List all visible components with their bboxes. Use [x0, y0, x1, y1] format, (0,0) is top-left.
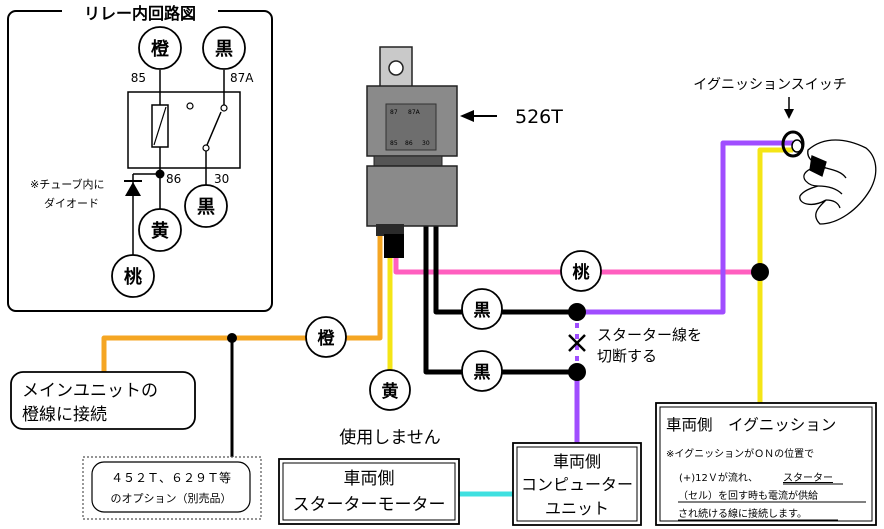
cut-x-mark [568, 334, 586, 352]
inset-circle-black-top-label: 黒 [215, 39, 233, 60]
diode-symbol [125, 182, 141, 196]
face-pin-87: 87 [390, 109, 398, 116]
diode-note-line2: ダイオード [44, 196, 99, 210]
orange-wire-circle-label: 橙 [318, 328, 336, 349]
relay-model-label: 526T [515, 106, 563, 128]
option-line2: のオプション（別売品） [111, 492, 232, 505]
option-line1: ４５２Ｔ、６２９Ｔ等 [111, 471, 231, 485]
inset-circle-yellow-label: 黄 [151, 220, 169, 242]
ignition-hand-icon [781, 130, 877, 225]
pin-30-label: 30 [214, 172, 229, 186]
computer-unit-line2: コンピューター [521, 475, 633, 494]
starter-motor-line1: 車両側 [344, 469, 395, 489]
relay-mount-hole [388, 60, 404, 76]
ignition-box-line1: ※イグニッションがＯＮの位置で [666, 447, 814, 460]
wires [101, 140, 793, 497]
yellow-wire-circle [369, 369, 411, 411]
ignition-arrow [784, 97, 794, 119]
relay-cable-boot [376, 224, 404, 236]
yellow-ignition-wire [757, 147, 793, 272]
computer-unit-box-inner [516, 446, 638, 522]
main-unit-line1: メインユニットの [22, 381, 158, 401]
inset-circle-pink [111, 254, 155, 298]
purple-ignition-wire [577, 140, 793, 315]
face-pin-86: 86 [405, 140, 413, 147]
switch-contact-87a [220, 104, 228, 112]
inset-circle-orange-label: 橙 [151, 38, 170, 60]
junction-lower [568, 363, 586, 381]
diode-tube [384, 234, 404, 258]
switch-contact-30 [202, 144, 210, 152]
pin-85-label: 85 [131, 71, 146, 85]
face-pin-87a: 87A [408, 109, 421, 116]
junction-upper [568, 303, 586, 321]
inset-circle-black-bottom [184, 184, 228, 228]
relay-circuit-inset: リレー内回路図 85 87A 86 30 ※チューブ内に ダイオード 橙 黒 黒 [7, 2, 273, 312]
black-wire-87a [433, 222, 577, 315]
main-unit-line2: 橙線に接続 [22, 405, 107, 425]
cut-note-line2: 切断する [597, 347, 657, 365]
inset-circle-orange [138, 26, 182, 70]
computer-unit-line1: 車両側 [553, 452, 601, 471]
starter-motor-box [278, 458, 460, 525]
starter-motor-line2: スターターモーター [293, 495, 446, 515]
junction-option [227, 333, 237, 343]
inset-circle-black-bottom-label: 黒 [197, 197, 215, 218]
black-lower-circle [461, 350, 503, 392]
relay-526t: 87 87A 85 86 30 [366, 46, 458, 258]
relay-socket [366, 165, 458, 227]
pink-wire-circle-label: 桃 [573, 262, 590, 283]
relay-pointer [460, 110, 497, 122]
orange-wire [101, 232, 383, 372]
pin-86-label: 86 [166, 172, 181, 186]
pink-wire-circle [560, 250, 602, 292]
face-pin-85: 85 [390, 140, 398, 147]
face-pin-30: 30 [422, 140, 430, 147]
unused-note: 使用しません [339, 427, 441, 448]
ignition-box-title: 車両側 イグニッション [666, 416, 836, 434]
switch-contact-nc [186, 102, 194, 110]
inset-title-bg [62, 2, 218, 22]
ignition-switch-label: イグニッションスイッチ [693, 77, 846, 93]
relay-collar [373, 155, 443, 167]
ignition-box-inner [659, 406, 873, 522]
cut-note-line1: スターター線を [597, 326, 702, 344]
inset-relay-box [127, 91, 241, 169]
diode-note-line1: ※チューブ内に [30, 177, 105, 191]
black-wire-30 [423, 222, 577, 375]
inset-title: リレー内回路図 [84, 4, 196, 23]
pin-87a-label: 87A [230, 71, 254, 85]
yellow-wire-circle-label: 黄 [382, 381, 399, 402]
black-lower-circle-label: 黒 [474, 363, 491, 383]
inset-circle-yellow [138, 208, 182, 252]
inset-circle-pink-label: 桃 [124, 266, 142, 288]
orange-wire-circle [305, 316, 347, 358]
inset-circle-black-top [202, 26, 246, 70]
ignition-box-line3: （セル）を回す時も電流が供給 [678, 489, 818, 502]
computer-unit-line3: ユニット [545, 499, 609, 518]
black-upper-circle [461, 288, 503, 330]
option-box-inner [91, 461, 251, 513]
relay-face [385, 103, 437, 151]
computer-unit-box [512, 442, 642, 526]
main-unit-box [10, 371, 196, 430]
starter-motor-box-inner [282, 462, 456, 521]
black-upper-circle-label: 黒 [474, 301, 491, 321]
ignition-box-line4: され続ける線に接続します。 [678, 507, 807, 520]
junction-ignition [751, 263, 769, 281]
ignition-box-line2a: (+)12Ｖが流れ、 [679, 471, 758, 484]
switch-arm [206, 111, 222, 146]
ignition-box [655, 402, 877, 526]
ignition-box-line2b: スターター [783, 472, 833, 484]
